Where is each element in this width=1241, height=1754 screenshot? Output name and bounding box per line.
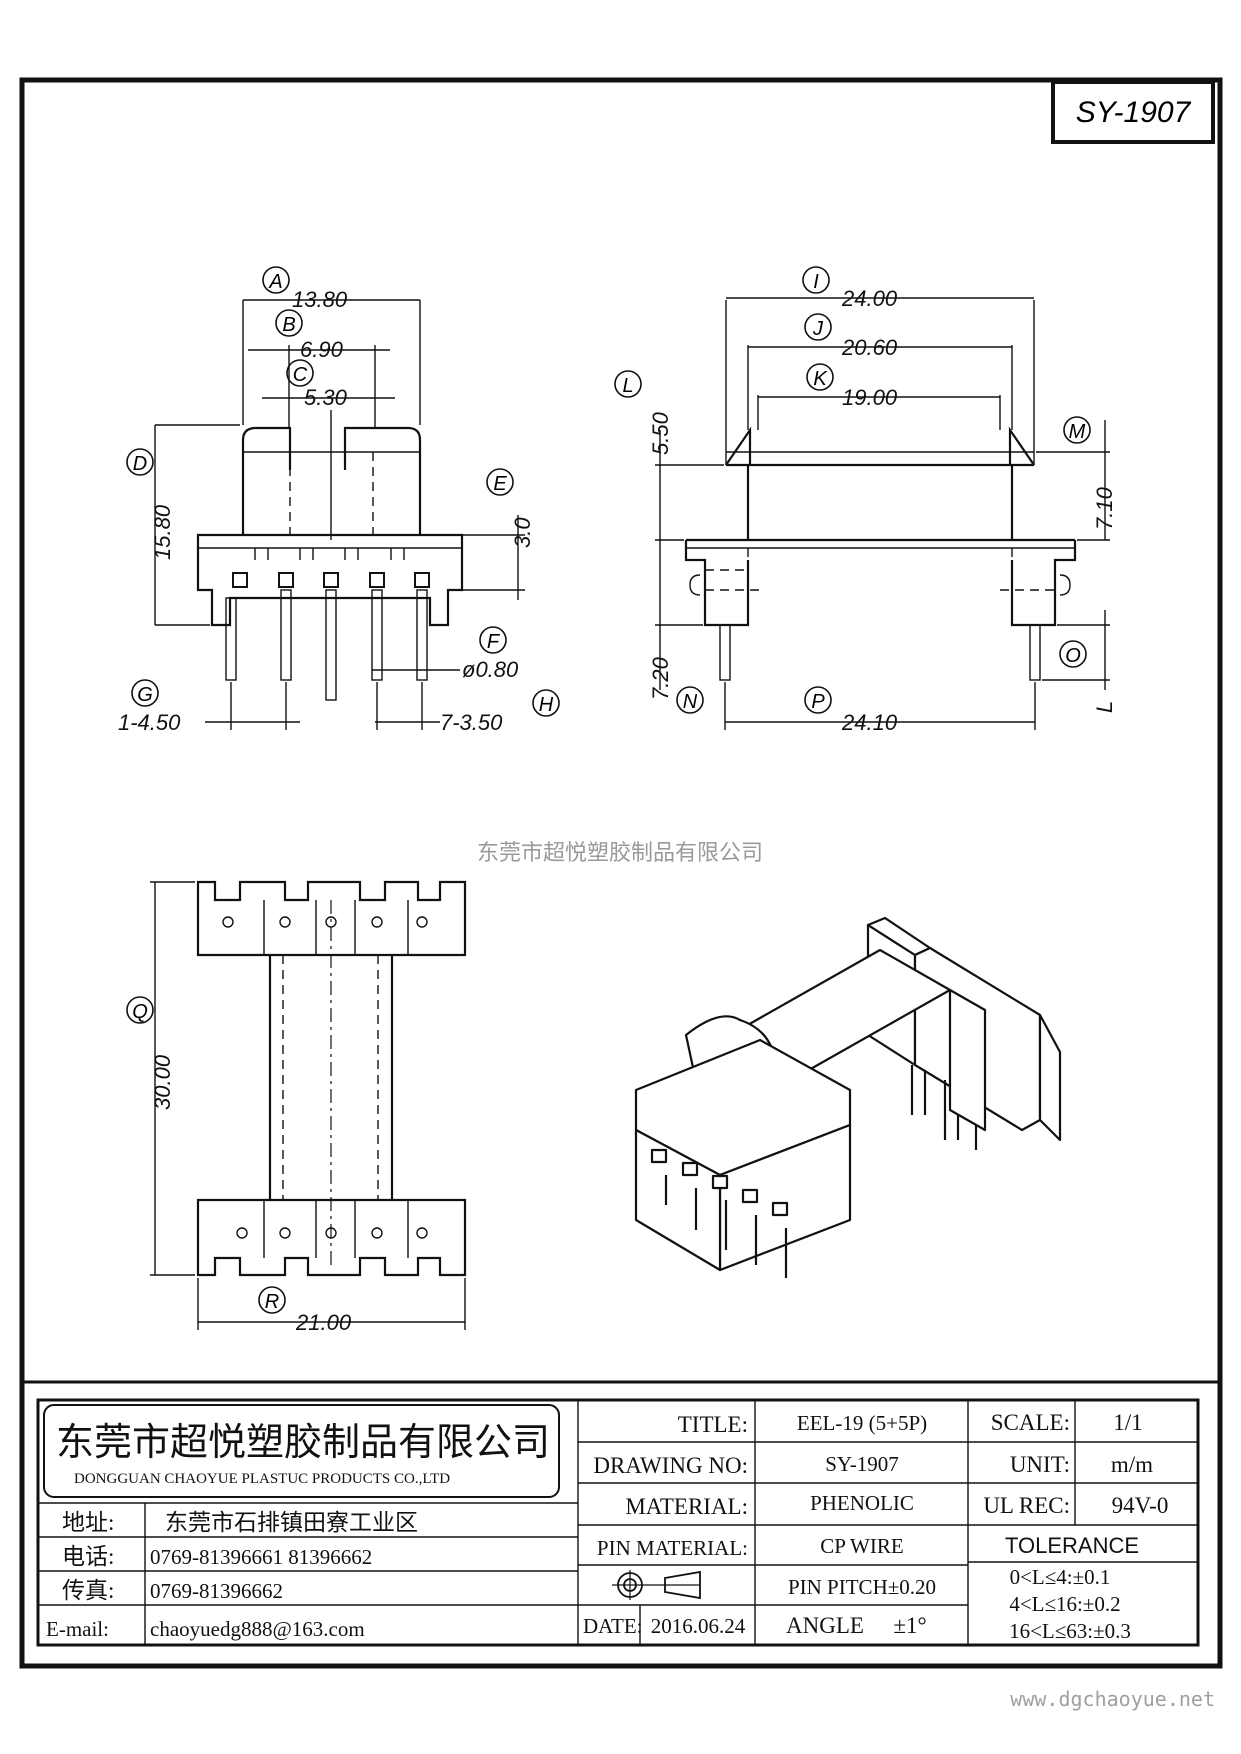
label-N: N — [683, 691, 698, 713]
center-watermark: 东莞市超悦塑胶制品有限公司 — [477, 841, 763, 866]
bottom-view-top-block — [196, 880, 467, 957]
tolerance-row-1: 0<L≤4:±0.1 — [1010, 1565, 1111, 1589]
dim-K: 19.00 — [842, 385, 898, 410]
dim-D: 15.80 — [150, 504, 175, 560]
bottom-view-bottom-block — [196, 1198, 467, 1277]
front-flange-left — [241, 426, 292, 470]
material-label: MATERIAL: — [625, 1494, 748, 1519]
label-E: E — [493, 473, 507, 495]
dim-I: 24.00 — [841, 286, 898, 311]
dim-E: 3.0 — [510, 517, 535, 548]
ul-label: UL REC: — [983, 1493, 1070, 1518]
unit-value: m/m — [1111, 1452, 1153, 1477]
title-block: 东莞市超悦塑胶制品有限公司 DONGGUAN CHAOYUE PLASTUC P… — [22, 1380, 1218, 1647]
unit-label: UNIT: — [1010, 1452, 1070, 1477]
label-J: J — [812, 318, 824, 340]
dim-N: 7.20 — [648, 656, 673, 700]
label-C: C — [293, 364, 308, 386]
address-value: 东莞市石排镇田寮工业区 — [165, 1510, 418, 1535]
dim-Q: 30.00 — [150, 1054, 175, 1110]
side-pin-left — [719, 624, 731, 681]
pin-material-value: CP WIRE — [820, 1534, 903, 1558]
label-K: K — [813, 368, 828, 390]
front-pins — [225, 589, 428, 701]
phone-value: 0769-81396661 81396662 — [150, 1545, 372, 1569]
dim-A: 13.80 — [292, 287, 348, 312]
front-flange-right — [343, 426, 422, 470]
scale-value: 1/1 — [1113, 1410, 1142, 1435]
drawing-no-label: DRAWING NO: — [593, 1453, 748, 1478]
drawing-no-value: SY-1907 — [825, 1452, 899, 1476]
dim-C: 5.30 — [304, 385, 348, 410]
angle-value: ±1° — [893, 1613, 926, 1638]
date-value: 2016.06.24 — [651, 1614, 746, 1638]
side-pin-right — [1029, 624, 1041, 681]
label-B: B — [282, 314, 295, 336]
label-D: D — [133, 453, 147, 475]
dim-R: 21.00 — [295, 1310, 352, 1335]
dim-P: 24.10 — [841, 710, 898, 735]
dim-J: 20.60 — [841, 335, 898, 360]
dim-F: ø0.80 — [462, 657, 519, 682]
front-pin-bosses — [232, 572, 430, 588]
bottom-view: Q 30.00 R 21.00 — [126, 880, 467, 1335]
sheet-border — [19, 77, 1223, 1669]
label-F: F — [487, 631, 501, 653]
label-Q: Q — [132, 1001, 148, 1023]
side-flange-right — [1008, 426, 1035, 466]
tolerance-row-2: 4<L≤16:±0.2 — [1009, 1592, 1120, 1616]
label-A: A — [268, 271, 282, 293]
label-I: I — [813, 271, 819, 293]
tolerance-row-3: 16<L≤63:±0.3 — [1009, 1619, 1131, 1643]
dim-M: 7.10 — [1092, 486, 1117, 530]
title-label: TITLE: — [678, 1412, 748, 1437]
address-label: 地址: — [62, 1510, 114, 1535]
drawing-code: SY-1907 — [1076, 96, 1192, 129]
pin-material-label: PIN MATERIAL: — [597, 1536, 748, 1560]
title-value: EEL-19 (5+5P) — [797, 1411, 927, 1435]
angle-label: ANGLE — [786, 1613, 864, 1638]
ul-value: 94V-0 — [1112, 1493, 1169, 1518]
dim-L-top: 5.50 — [648, 411, 673, 455]
tolerance-label: TOLERANCE — [1005, 1533, 1139, 1558]
material-value: PHENOLIC — [810, 1491, 914, 1515]
date-label: DATE: — [583, 1614, 643, 1638]
dim-H: 7-3.50 — [440, 710, 503, 735]
dim-B: 6.90 — [300, 337, 344, 362]
email-value: chaoyuedg888@163.com — [150, 1617, 365, 1641]
label-P: P — [811, 691, 825, 713]
company-cn: 东莞市超悦塑胶制品有限公司 — [56, 1422, 550, 1464]
email-label: E-mail: — [46, 1617, 109, 1641]
side-flange-left — [725, 426, 752, 466]
label-L: L — [622, 375, 633, 397]
scale-label: SCALE: — [991, 1410, 1070, 1435]
phone-label: 电话: — [62, 1544, 114, 1569]
dim-O: L — [1092, 701, 1117, 713]
label-G: G — [137, 684, 153, 706]
label-R: R — [265, 1291, 279, 1313]
front-view: A 13.80 B 6.90 C 5.30 D 15.80 E 3.0 F ø0… — [118, 266, 560, 735]
label-M: M — [1069, 421, 1086, 443]
projection-symbol-icon — [612, 1570, 701, 1600]
side-view: I 24.00 J 20.60 K 19.00 L 5.50 M 7.10 N … — [614, 266, 1117, 735]
label-O: O — [1065, 645, 1081, 667]
fax-value: 0769-81396662 — [150, 1579, 283, 1603]
url-watermark: www.dgchaoyue.net — [1010, 1687, 1215, 1711]
drawing-code-box: SY-1907 — [1051, 80, 1215, 144]
fax-label: 传真: — [62, 1578, 114, 1603]
isometric-view — [634, 916, 1062, 1278]
company-en: DONGGUAN CHAOYUE PLASTUC PRODUCTS CO.,LT… — [74, 1471, 450, 1487]
dim-G: 1-4.50 — [118, 710, 181, 735]
pin-pitch: PIN PITCH±0.20 — [788, 1575, 936, 1599]
label-H: H — [539, 694, 554, 716]
